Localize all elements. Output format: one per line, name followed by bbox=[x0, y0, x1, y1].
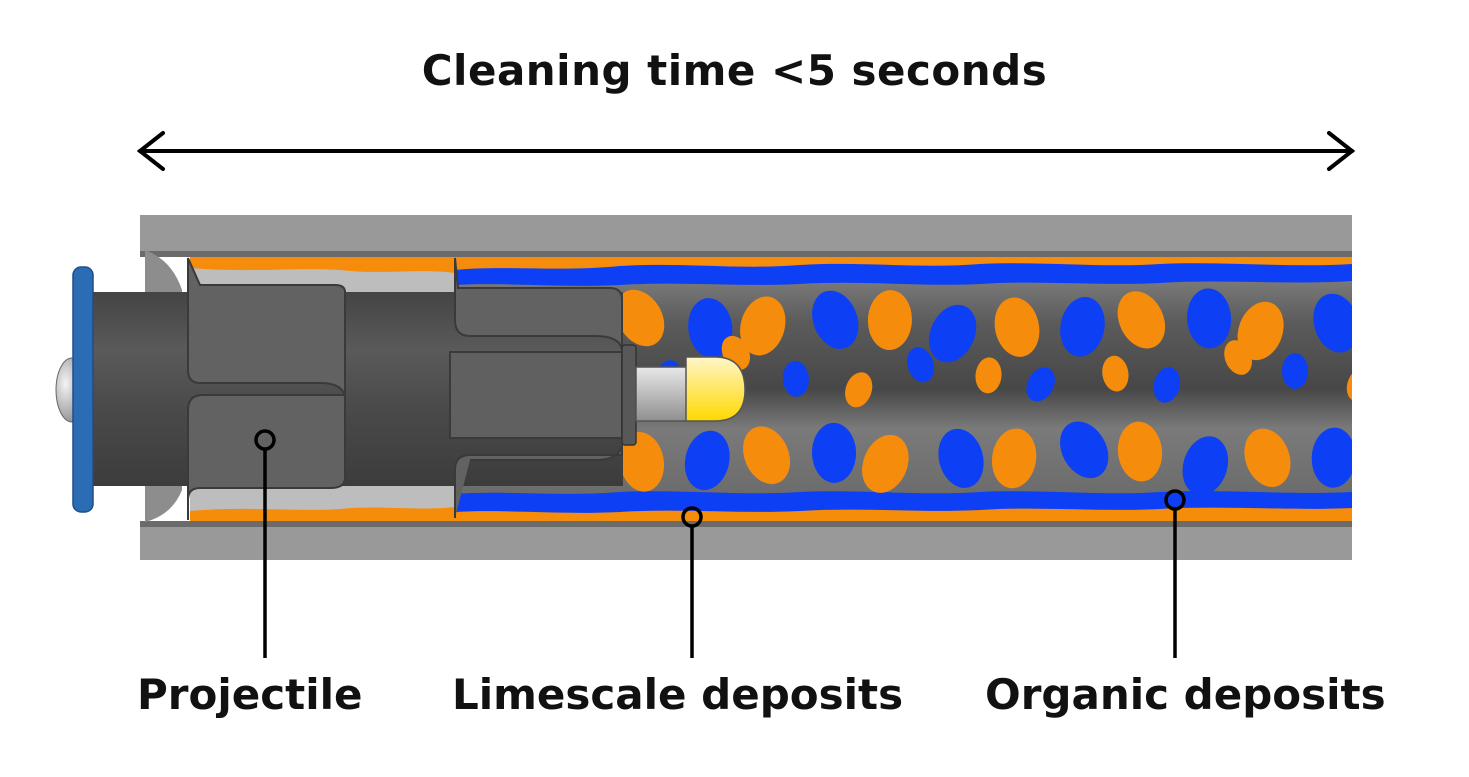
rear-fin-top bbox=[187, 257, 346, 401]
pipe-wall-bottom bbox=[140, 527, 1352, 560]
circle-marker-icon bbox=[681, 506, 703, 528]
organic-debris bbox=[1313, 293, 1352, 353]
front-housing bbox=[449, 351, 623, 439]
organic-debris bbox=[1187, 288, 1232, 349]
diagram-title: Cleaning time <5 seconds bbox=[421, 46, 1048, 95]
leader-limescale bbox=[681, 506, 703, 658]
limescale-debris bbox=[1244, 428, 1291, 487]
limescale-debris bbox=[862, 434, 909, 493]
organic-debris bbox=[938, 428, 984, 488]
organic-debris bbox=[1060, 297, 1105, 357]
limescale-debris bbox=[867, 290, 912, 351]
organic-debris bbox=[688, 298, 733, 358]
organic-layer bbox=[455, 263, 1352, 513]
organic-debris bbox=[782, 360, 809, 397]
front-fin-bottom bbox=[454, 444, 623, 518]
pipe-wall-top bbox=[140, 215, 1352, 251]
limescale-debris bbox=[994, 297, 1040, 357]
limescale-debris bbox=[991, 428, 1037, 489]
organic-debris bbox=[812, 290, 859, 349]
limescale-debris bbox=[743, 426, 791, 485]
label-organic-deposits: Organic deposits bbox=[985, 670, 1386, 719]
organic-debris bbox=[1182, 436, 1229, 496]
pipe-inner-edge-top bbox=[140, 251, 1352, 257]
organic-debris bbox=[1282, 353, 1308, 389]
pipe-inner-edge-bottom bbox=[140, 521, 1352, 527]
dislodged-deposits bbox=[615, 288, 1352, 496]
label-limescale-deposits: Limescale deposits bbox=[452, 670, 904, 719]
organic-debris bbox=[1026, 367, 1055, 402]
circle-marker-icon bbox=[254, 429, 276, 451]
limescale-debris bbox=[1117, 291, 1166, 349]
organic-debris bbox=[684, 430, 730, 491]
limescale-debris bbox=[845, 372, 873, 408]
limescale-debris bbox=[1237, 301, 1284, 361]
limescale-debris bbox=[1117, 421, 1163, 482]
leader-projectile bbox=[254, 429, 276, 658]
organic-debris bbox=[1060, 421, 1109, 479]
organic-debris bbox=[1153, 367, 1181, 403]
leader-organic bbox=[1164, 489, 1186, 658]
nozzle-shaft bbox=[635, 366, 689, 422]
front-fin-top bbox=[454, 257, 623, 351]
double-headed-arrow-icon bbox=[136, 131, 1356, 171]
limescale-debris bbox=[740, 296, 786, 356]
projectile bbox=[55, 250, 746, 522]
limescale-debris bbox=[975, 357, 1002, 394]
limescale-debris bbox=[615, 289, 665, 347]
organic-debris bbox=[812, 422, 857, 483]
projectile-end-cap bbox=[72, 266, 94, 513]
organic-debris bbox=[1311, 427, 1352, 488]
nozzle-flange bbox=[621, 344, 637, 446]
limescale-debris bbox=[1102, 355, 1129, 392]
label-projectile: Projectile bbox=[137, 670, 363, 719]
organic-debris bbox=[929, 304, 977, 363]
circle-marker-icon bbox=[1164, 489, 1186, 511]
nozzle-tip bbox=[685, 356, 746, 422]
organic-debris bbox=[907, 347, 935, 383]
limescale-debris bbox=[619, 432, 665, 492]
